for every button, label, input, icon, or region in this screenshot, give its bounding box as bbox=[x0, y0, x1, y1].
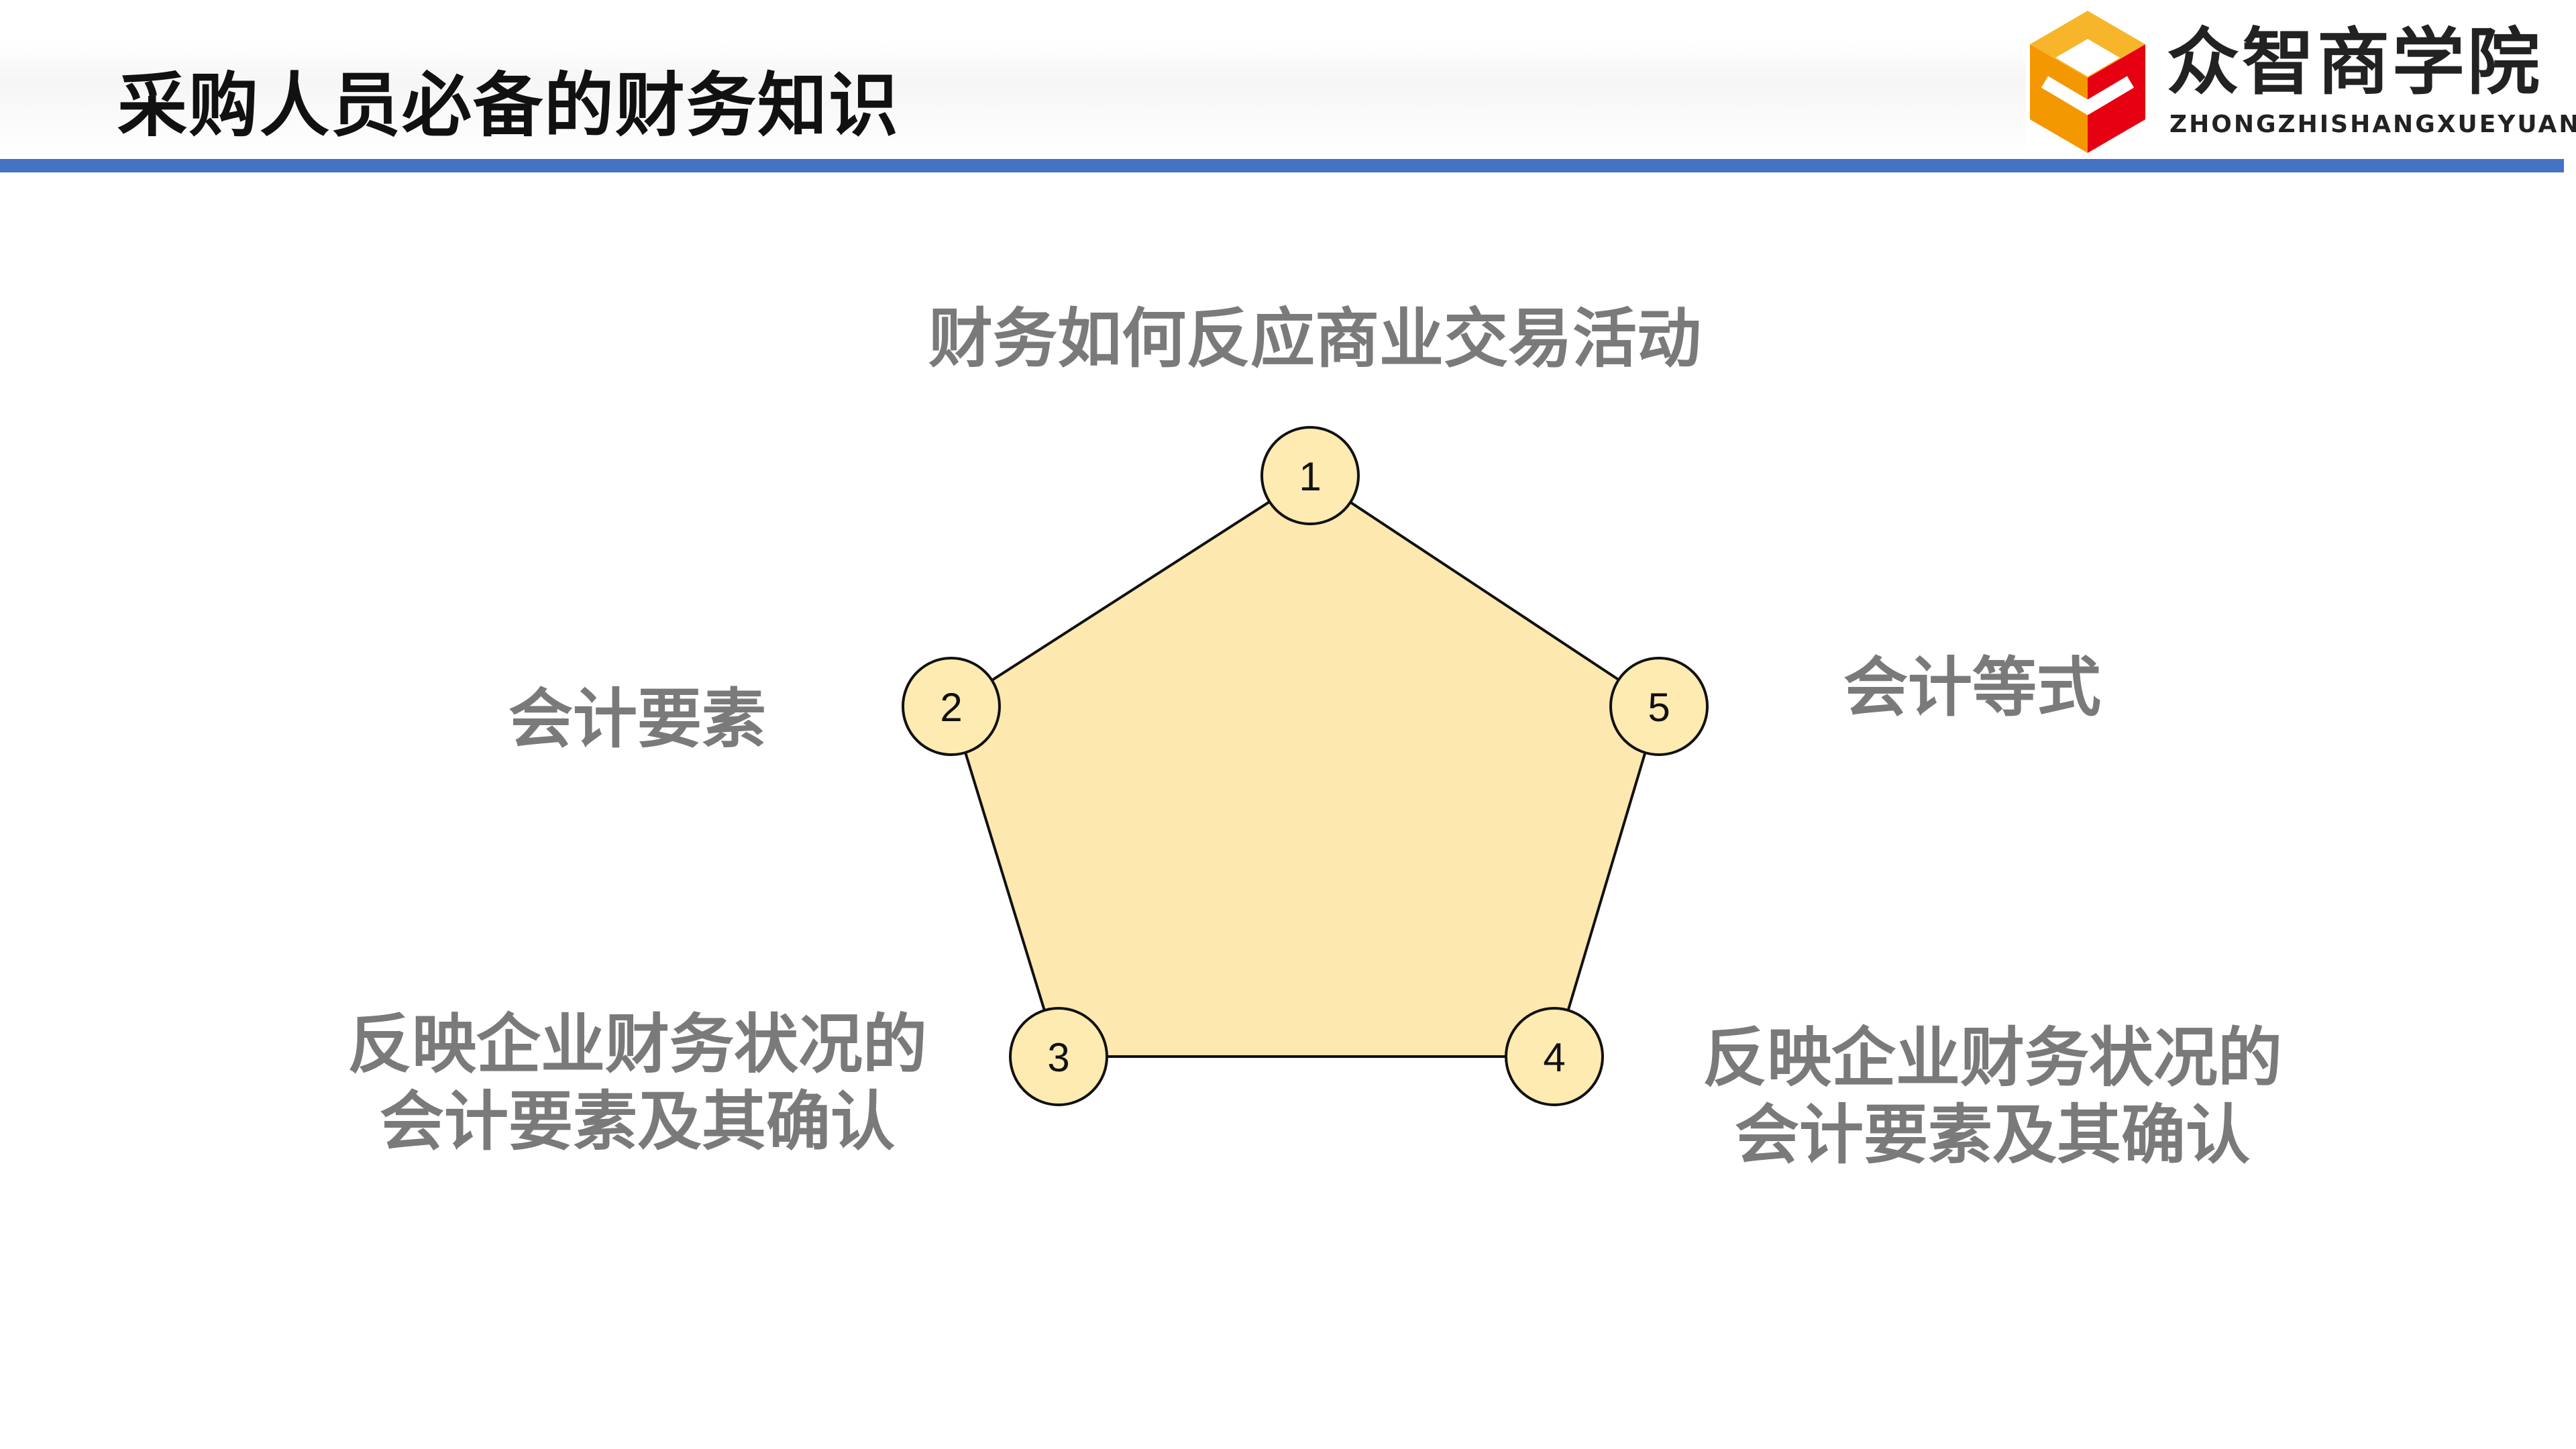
logo: 众智商学院 ZHONGZHISHANGXUEYUAN bbox=[2026, 7, 2576, 161]
node-5-circle bbox=[1609, 657, 1709, 756]
node-2: 2 bbox=[902, 657, 1001, 756]
node-3-circle bbox=[1009, 1007, 1108, 1106]
node-1-circle bbox=[1260, 426, 1360, 525]
node-5-number: 5 bbox=[1648, 685, 1670, 730]
node-5-label: 会计等式 bbox=[1825, 649, 2120, 727]
logo-name-en: ZHONGZHISHANGXUEYUAN bbox=[2169, 111, 2576, 138]
node-2-label-line-1: 会计要素 bbox=[508, 682, 766, 757]
node-1-label-line-1: 财务如何反应商业交易活动 bbox=[928, 301, 1701, 376]
node-2-number: 2 bbox=[940, 685, 962, 730]
cube-logo-icon bbox=[2030, 11, 2145, 153]
node-3-label-line-1: 反映企业财务状况的 bbox=[347, 1007, 927, 1082]
pentagon-shape bbox=[949, 474, 1661, 1058]
node-5: 5 bbox=[1609, 657, 1709, 756]
node-5-label-line-1: 会计等式 bbox=[1843, 650, 2101, 725]
node-1-number: 1 bbox=[1299, 454, 1321, 499]
node-3-label-line-2: 会计要素及其确认 bbox=[380, 1084, 895, 1160]
title-rule bbox=[0, 159, 2564, 172]
node-3-label: 反映企业财务状况的 会计要素及其确认 bbox=[335, 1006, 939, 1161]
node-3-number: 3 bbox=[1047, 1035, 1069, 1080]
node-1: 1 bbox=[1260, 426, 1360, 525]
node-4-number: 4 bbox=[1543, 1035, 1565, 1080]
page-title: 采购人员必备的财务知识 bbox=[117, 64, 900, 146]
node-3: 3 bbox=[1009, 1007, 1108, 1106]
node-4-circle bbox=[1505, 1007, 1604, 1106]
node-4-label-line-2: 会计要素及其确认 bbox=[1735, 1097, 2250, 1173]
node-4: 4 bbox=[1505, 1007, 1604, 1106]
logo-name-cn: 众智商学院 bbox=[2167, 21, 2543, 105]
node-2-label: 会计要素 bbox=[496, 681, 778, 758]
node-4-label-line-1: 反映企业财务状况的 bbox=[1703, 1020, 2282, 1095]
node-1-label: 财务如何反应商业交易活动 bbox=[919, 301, 1711, 378]
header-band bbox=[0, 40, 2026, 158]
node-2-circle bbox=[902, 657, 1001, 756]
node-4-label: 反映企业财务状况的 会计要素及其确认 bbox=[1690, 1020, 2294, 1174]
